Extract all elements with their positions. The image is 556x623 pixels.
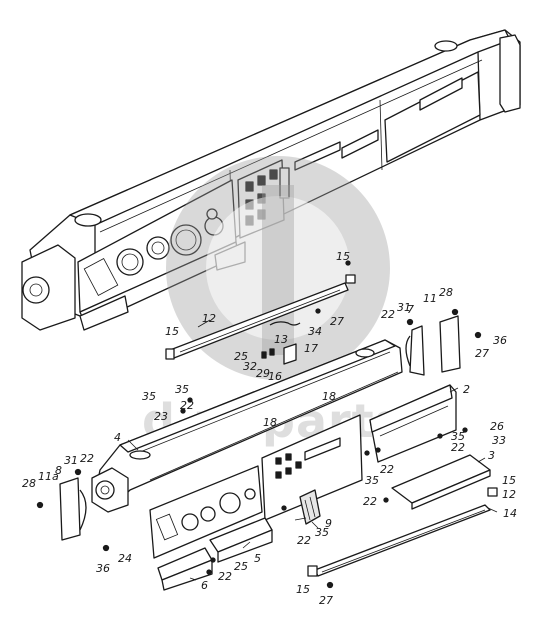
leader-lines [127, 319, 498, 581]
callout-26: 26 [490, 420, 504, 433]
callout-8: 8 [55, 464, 62, 477]
callout-7: 7 [407, 303, 414, 316]
callout-35: 35 [142, 390, 156, 403]
callout-33: 33 [492, 434, 506, 447]
callout-11: 11 [423, 292, 437, 305]
callout-25: 25 [234, 560, 248, 573]
callout-28: 28 [22, 477, 36, 490]
frame-4 [91, 339, 403, 521]
callout-27: 27 [475, 347, 489, 360]
callout-11a: 11а [38, 470, 59, 483]
callout-3: 3 [488, 449, 495, 462]
callout-32: 32 [243, 360, 257, 373]
callout-22: 22 [297, 534, 311, 547]
callout-5: 5 [254, 552, 261, 565]
callout-22: 22 [363, 495, 377, 508]
callout-15: 15 [336, 250, 350, 263]
callout-18: 18 [263, 416, 277, 429]
callout-27: 27 [319, 594, 333, 607]
plate-3 [391, 454, 491, 510]
panel-2 [369, 384, 457, 463]
callout-6: 6 [201, 579, 208, 592]
callout-36: 36 [96, 562, 110, 575]
part-9 [299, 489, 321, 525]
callout-31: 31 [397, 301, 411, 314]
callout-16: 16 [268, 370, 282, 383]
callout-15: 15 [502, 474, 516, 487]
callout-9: 9 [325, 517, 332, 530]
callout-25: 25 [234, 350, 248, 363]
callout-35: 35 [315, 526, 329, 539]
callout-35: 35 [175, 383, 189, 396]
callout-2: 2 [463, 383, 470, 396]
callout-31: 31 [64, 454, 78, 467]
callout-27: 27 [330, 315, 344, 328]
instrument-plate [149, 465, 263, 559]
callout-4: 4 [114, 431, 121, 444]
bracket-8-11a [59, 477, 87, 541]
callout-34: 34 [308, 325, 322, 338]
dashboard-assembly [21, 29, 521, 331]
callout-35: 35 [365, 474, 379, 487]
bracket-6 [157, 547, 213, 591]
callout-22: 22 [180, 399, 194, 412]
fasteners [36, 260, 482, 589]
bracket-7-11 [405, 315, 461, 376]
callout-23: 23 [154, 410, 168, 423]
callout-36: 36 [493, 334, 507, 347]
seal-strip-14 [307, 487, 498, 577]
callout-15: 15 [165, 325, 179, 338]
callout-22: 22 [80, 452, 94, 465]
callout-18: 18 [322, 390, 336, 403]
callout-22: 22 [381, 308, 395, 321]
seal-strip-12 [165, 274, 356, 360]
callout-17: 17 [304, 342, 318, 355]
callout-22: 22 [218, 570, 232, 583]
callout-15: 15 [296, 583, 310, 596]
callout-29: 29 [256, 367, 270, 380]
callout-22: 22 [451, 441, 465, 454]
callout-12: 12 [202, 312, 216, 325]
callout-labels: 15 27 34 12 15 13 17 25 32 29 16 22 31 1… [22, 250, 517, 607]
callout-14: 14 [503, 507, 517, 520]
callout-35: 35 [451, 430, 465, 443]
callout-22: 22 [380, 463, 394, 476]
callout-12: 12 [502, 488, 516, 501]
callout-28: 28 [439, 286, 453, 299]
callout-24: 24 [118, 552, 132, 565]
callout-13: 13 [274, 333, 288, 346]
small-parts-cluster [261, 308, 321, 365]
